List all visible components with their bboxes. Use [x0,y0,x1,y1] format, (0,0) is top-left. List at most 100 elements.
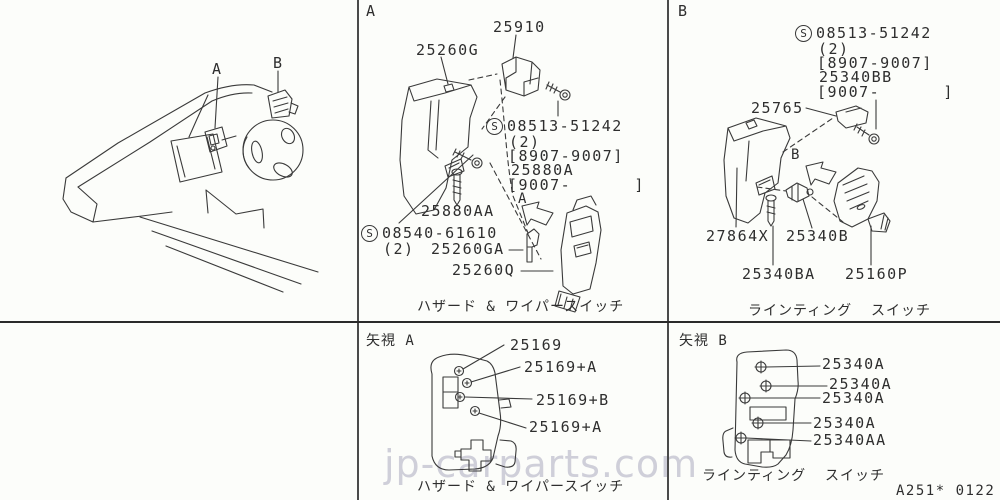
divider-vertical-right [667,0,669,500]
part-label-25169: 25169 [510,336,563,354]
part-label-27864x: 27864X [706,227,770,245]
part-label-25880aa: 25880AA [421,202,495,220]
view-a-title: 矢視 A [366,333,415,349]
view-b-leaders [745,365,828,442]
leader-27864x [735,167,738,228]
part-label-08540-61610: 08540-61610 [382,224,498,242]
divider-vertical-left [357,0,359,500]
part-label-25169a: 25169+A [524,358,598,376]
connector-25260q [554,290,581,313]
panel-b-steps [747,439,791,464]
bracket-25910 [501,56,541,97]
part-label-25160p: 25160P [845,265,909,283]
part-label-25260ga: 25260GA [431,240,505,258]
part-label-25910: 25910 [493,18,546,36]
leader-screw2 [398,154,474,224]
view-b-panel-drawing [722,349,828,468]
dashboard-second-edge [77,92,253,188]
section-b-corner-label: B [678,2,689,20]
connector-25160p [867,212,891,233]
dash-line-5 [782,117,834,153]
housing-25260g [399,78,478,215]
stalk-25260ga [526,228,540,263]
panel-a-window [442,376,459,409]
part-label-25880a: 25880A [511,161,575,179]
wheel-cutout-left [251,140,263,164]
screw-25340ba-icon [765,194,777,227]
dash-line-1 [468,73,498,81]
overview-callout-a: A [212,60,223,78]
bulb-icon-3 [454,391,466,403]
leader-25910 [512,34,517,59]
switch-a-stalk [221,135,237,141]
part-label-25340aa: 25340AA [813,431,887,449]
view-arrow-a-icon [521,201,554,226]
view-arrow-b-label: B [791,147,801,163]
callout-a-leader [214,76,219,129]
period-label-1: [8907-9007] [508,147,624,165]
switch-25160p-slot [856,204,866,210]
section-a-caption: ハザード & ワイパースイッチ [417,299,625,315]
part-label-25260g: 25260G [416,41,480,59]
period-label-4: [9007- ] [817,83,954,101]
panel-a-cross-cutout [454,439,492,472]
part-label-25169b: 25169+B [536,391,610,409]
dash-line-3 [489,162,542,260]
part-label-25340a-3: 25340A [822,389,886,407]
leader-25340b [802,198,813,229]
screw-head-icon-4 [751,416,765,430]
panel-a-bump [495,439,517,468]
period-label-2: [9007- ] [508,176,645,194]
screw-head-icon-2 [759,379,773,393]
bulb-icon-1 [453,365,465,377]
watermark: jp-carparts.com [384,442,699,486]
part-label-25340a-2: 25340A [829,375,893,393]
steering-wheel-inner-rim [242,136,250,169]
dash-line-7 [811,196,844,223]
part-label-25340bb: 25340BB [819,68,893,86]
screw-symbol-badge: S [795,25,812,42]
bulb-socket-25340b [785,182,814,203]
bulb-icon-2 [461,377,473,389]
screw-25880aa-icon [451,168,463,206]
view-a-panel-drawing [430,344,533,472]
dashboard-top-edge [65,84,273,179]
view-a-caption: ハザード & ワイパースイッチ [417,479,625,495]
view-arrow-a-label: A [518,191,528,207]
panel-b-window [749,406,787,421]
wheel-cutout-bottom [273,162,293,178]
dash-line-6 [756,186,787,192]
view-a-leaders [462,344,533,429]
qty-label: (2) [383,240,415,258]
panel-b-bump [722,427,734,458]
screw-head-icon-3 [738,391,752,405]
switch-25260q [560,195,602,295]
screw-head-icon-1 [754,360,768,374]
bracket-25765 [835,105,869,129]
housing-27864x [723,117,791,224]
part-label-25340a-4: 25340A [813,414,877,432]
screw-icon-b [853,123,880,145]
bulb-icon-4 [469,405,481,417]
dashboard-front-edge [92,211,173,223]
divider-horizontal [0,321,1000,323]
dash-line-4 [481,96,506,130]
overview-dashboard-drawing [62,70,319,293]
part-label-25340ba: 25340BA [742,265,816,283]
center-console [170,133,223,183]
qty-label: (2) [818,40,850,58]
part-label-25340a-1: 25340A [822,355,886,373]
panel-a-notch [498,398,512,409]
switch-a-location [204,126,228,153]
part-label-08513-51242: 08513-51242 [507,117,623,135]
period-label-3: [8907-9007] [817,54,933,72]
screw-symbol-badge: S [361,225,378,242]
part-label-25169a-2: 25169+A [529,418,603,436]
view-b-caption: ラインティング スイッチ [702,468,886,484]
view-b-title: 矢視 B [679,333,728,349]
wheel-cutout-right [280,127,296,145]
lighting-switch-drawing [723,99,891,266]
panel-outline-b [734,349,799,468]
